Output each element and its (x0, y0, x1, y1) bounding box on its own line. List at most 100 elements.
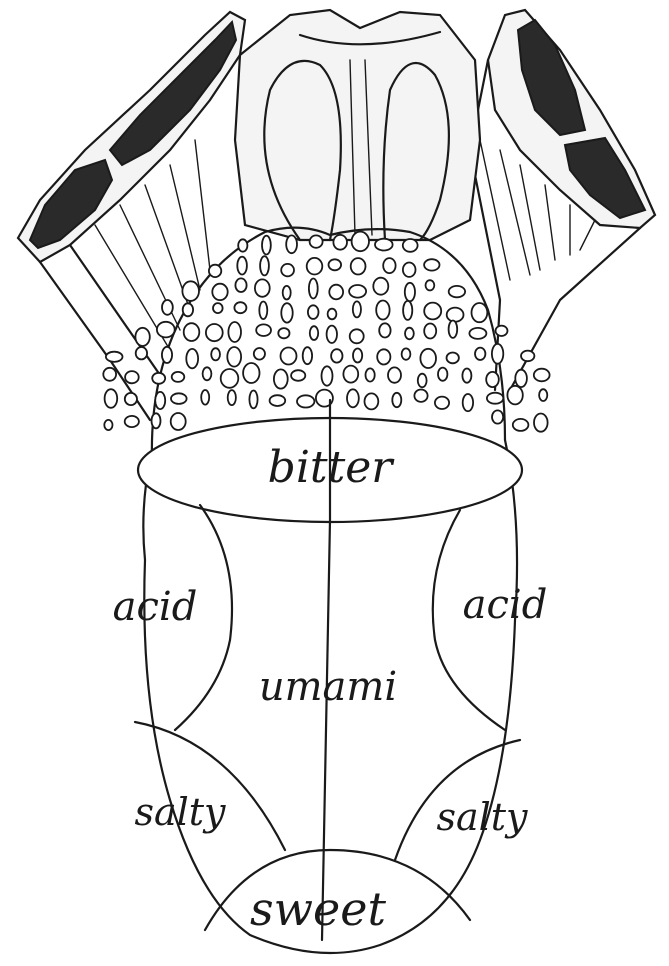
papilla (475, 348, 485, 360)
papilla (228, 390, 236, 405)
papilla (291, 370, 305, 381)
papilla (350, 329, 364, 343)
papilla (281, 303, 292, 322)
label-sweet: sweet (250, 882, 386, 936)
papilla (286, 235, 297, 253)
papilla (262, 236, 271, 255)
papilla (297, 395, 314, 407)
papilla (136, 347, 147, 359)
papilla (403, 263, 416, 277)
papilla (534, 369, 550, 382)
label-salty-left: salty (134, 790, 226, 834)
papilla (492, 410, 503, 423)
papilla (171, 393, 187, 404)
papilla (424, 303, 441, 320)
papilla (534, 414, 548, 432)
papilla (281, 348, 297, 365)
papilla (521, 351, 534, 362)
papilla (135, 328, 149, 346)
papilla (162, 300, 173, 315)
papilla (377, 349, 390, 364)
papilla (405, 283, 415, 301)
label-umami: umami (259, 664, 397, 710)
papilla (237, 257, 247, 275)
papilla (435, 397, 449, 409)
papilla (104, 420, 112, 430)
left-cartilage (18, 12, 245, 420)
papilla (260, 256, 269, 275)
papilla (328, 309, 337, 320)
papilla (172, 372, 185, 382)
epiglottis (235, 10, 480, 240)
papilla (157, 322, 175, 338)
papilla (405, 328, 414, 340)
papilla (221, 369, 239, 388)
papilla (238, 239, 247, 251)
papilla (462, 369, 471, 383)
papilla (414, 390, 427, 402)
papilla (243, 363, 259, 383)
papilla (403, 301, 412, 320)
papilla (375, 239, 393, 251)
papilla (255, 279, 270, 296)
papilla (249, 391, 257, 409)
papilla (349, 285, 366, 298)
papilla (152, 413, 161, 428)
papilla (308, 305, 319, 319)
papilla (539, 389, 547, 401)
papilla (352, 232, 369, 252)
papilla (152, 373, 165, 384)
papilla (125, 416, 139, 427)
papilla (309, 279, 318, 299)
papilla (307, 258, 323, 275)
papilla (402, 348, 411, 359)
papilla (213, 303, 223, 313)
papilla (366, 368, 375, 381)
papilla (303, 347, 312, 364)
papilla (235, 278, 246, 292)
papilla (447, 308, 464, 322)
papillae-dots (103, 232, 549, 432)
papilla (449, 321, 458, 338)
papilla (171, 413, 186, 430)
label-salty-right: salty (436, 795, 528, 839)
papilla (125, 393, 137, 405)
papilla (186, 349, 198, 368)
papilla (162, 347, 172, 363)
papilla (254, 348, 265, 360)
label-bitter: bitter (268, 442, 396, 493)
papilla (209, 265, 221, 277)
papilla (201, 390, 209, 405)
papilla (270, 395, 286, 406)
papilla (347, 389, 359, 407)
papilla (310, 235, 323, 247)
papilla (331, 349, 342, 362)
papilla (376, 301, 389, 320)
papilla (424, 259, 439, 270)
papilla (259, 302, 267, 320)
papilla (278, 328, 289, 338)
papilla (155, 392, 165, 409)
papilla (424, 324, 436, 339)
papilla (227, 347, 241, 367)
papilla (392, 393, 401, 407)
papilla (449, 286, 465, 297)
papilla (211, 348, 220, 360)
papilla (103, 368, 116, 381)
papilla (343, 366, 358, 383)
label-acid-right: acid (463, 582, 548, 628)
papilla (182, 281, 199, 301)
papilla (329, 259, 342, 270)
papilla (487, 393, 503, 404)
papilla (486, 372, 499, 387)
papilla (447, 353, 459, 364)
papilla (418, 374, 427, 388)
papilla (256, 324, 271, 336)
label-acid-left: acid (113, 584, 198, 630)
papilla (469, 328, 486, 339)
papilla (507, 386, 522, 405)
papilla (183, 303, 193, 316)
papilla (281, 264, 294, 276)
